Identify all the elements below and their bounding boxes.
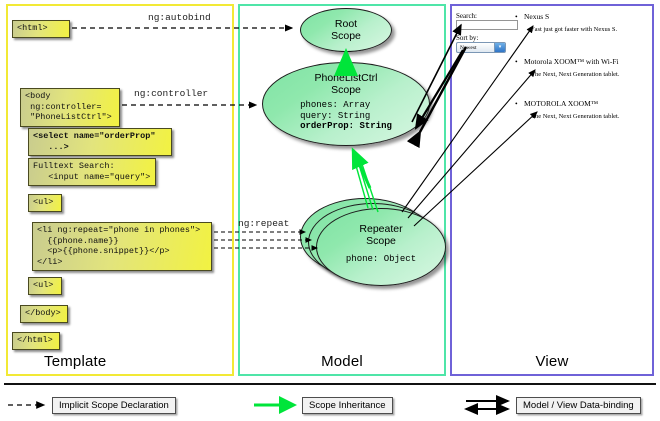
sort-by-label: Sort by: bbox=[456, 34, 479, 42]
code-box-search: Fulltext Search: <input name="query"> bbox=[28, 158, 156, 186]
repeater-scope-title-2: Scope bbox=[366, 235, 396, 247]
scope-prop: phone: Object bbox=[345, 254, 417, 264]
panel-model: Model bbox=[238, 4, 446, 376]
code-box-ul-close: <ul> bbox=[28, 277, 62, 295]
sort-by-select[interactable]: Newest ▾ bbox=[456, 42, 506, 53]
phone-list-item-name: MOTOROLA XOOM™ bbox=[515, 99, 598, 108]
code-box-html-close: </html> bbox=[12, 332, 60, 350]
repeater-scope: Repeater Scope phone: Object bbox=[316, 208, 446, 286]
panel-template-title: Template bbox=[44, 353, 107, 370]
code-box-body-open: <body ng:controller= "PhoneListCtrl"> bbox=[20, 88, 120, 127]
panel-view-title: View bbox=[535, 353, 569, 370]
legend: Implicit Scope Declaration Scope Inherit… bbox=[0, 390, 660, 421]
root-scope-title-1: Root bbox=[334, 18, 358, 30]
legend-item-scope-inheritance: Scope Inheritance bbox=[302, 397, 393, 414]
phonelistctrl-scope-title-2: Scope bbox=[331, 84, 361, 96]
search-input[interactable] bbox=[456, 20, 518, 30]
scope-prop: orderProp: String bbox=[300, 121, 392, 131]
code-box-body-close: </body> bbox=[20, 305, 68, 323]
code-box-ul-open: <ul> bbox=[28, 194, 62, 212]
edge-label-autobind: ng:autobind bbox=[148, 12, 211, 23]
root-scope: Root Scope bbox=[300, 8, 392, 52]
edge-label-repeat: ng:repeat bbox=[238, 218, 290, 229]
repeater-scope-props: phone: Object bbox=[346, 254, 416, 265]
root-scope-title-2: Scope bbox=[331, 30, 361, 42]
edge-label-controller: ng:controller bbox=[134, 88, 209, 99]
chevron-updown-icon[interactable]: ▾ bbox=[494, 43, 505, 52]
phonelistctrl-scope-props: phones: Array query: String orderProp: S… bbox=[300, 100, 392, 132]
phonelistctrl-scope: PhoneListCtrl Scope phones: Array query:… bbox=[262, 62, 430, 146]
search-label: Search: bbox=[456, 12, 477, 20]
panel-model-title: Model bbox=[321, 353, 363, 370]
phone-list-item-name: Nexus S bbox=[515, 12, 549, 21]
phone-list-item-snippet: Fast just got faster with Nexus S. bbox=[531, 26, 618, 33]
code-box-li-repeat: <li ng:repeat="phone in phones"> {{phone… bbox=[32, 222, 212, 271]
sort-by-selected-value: Newest bbox=[460, 45, 477, 51]
code-box-html-open: <html> bbox=[12, 20, 70, 38]
phone-list-item-name: Motorola XOOM™ with Wi-Fi bbox=[515, 57, 619, 66]
phone-list-item-snippet: The Next, Next Generation tablet. bbox=[531, 71, 620, 78]
legend-item-implicit-scope-declaration: Implicit Scope Declaration bbox=[52, 397, 176, 414]
scope-prop: query: String bbox=[300, 110, 371, 121]
phone-list-item-snippet: The Next, Next Generation tablet. bbox=[531, 113, 620, 120]
code-box-select: <select name="orderProp" ...> bbox=[28, 128, 172, 156]
legend-item-model-view-data-binding: Model / View Data-binding bbox=[516, 397, 641, 414]
repeater-scope-title-1: Repeater bbox=[359, 223, 403, 235]
scope-prop: phones: Array bbox=[300, 100, 371, 110]
phonelistctrl-scope-title-1: PhoneListCtrl bbox=[314, 72, 378, 84]
legend-icons bbox=[8, 395, 510, 415]
legend-divider bbox=[4, 383, 656, 385]
